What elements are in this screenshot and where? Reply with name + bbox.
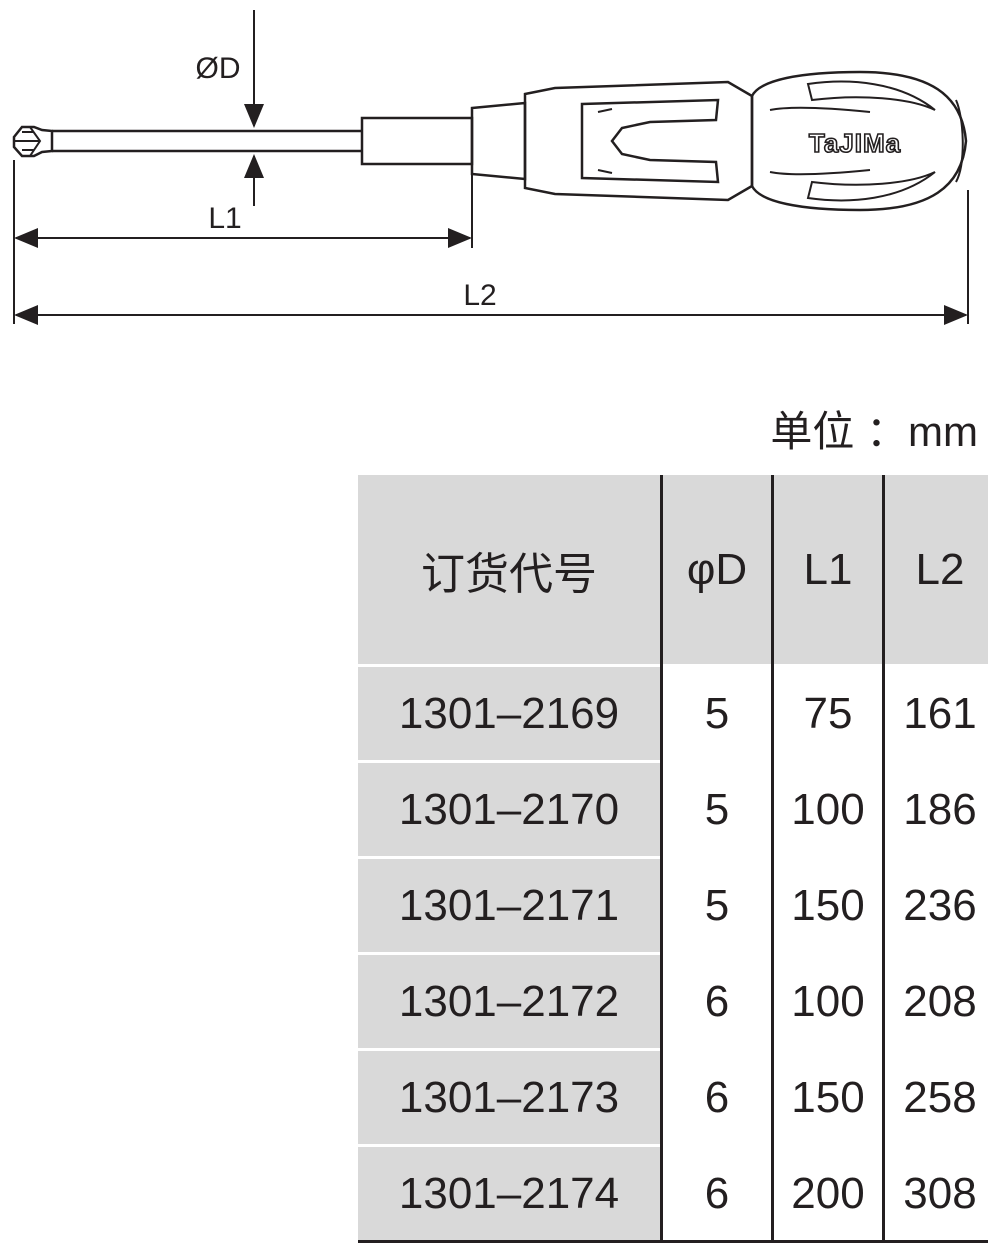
tajima-logo: TaJIMa	[809, 128, 901, 158]
table-row: 1301–2174 6 200 308	[358, 1146, 988, 1242]
cell-l2: 258	[884, 1050, 988, 1146]
unit-label: 单位 ：mm	[720, 404, 978, 460]
spec-table: 订货代号 φD L1 L2 1301–2169 5 75 161 1301–21…	[358, 472, 988, 1243]
screwdriver-shaft	[52, 131, 362, 151]
header-l2: L2	[884, 474, 988, 666]
cell-order-code: 1301–2169	[358, 666, 662, 762]
cell-l2: 161	[884, 666, 988, 762]
cell-order-code: 1301–2174	[358, 1146, 662, 1242]
cell-diameter: 5	[662, 762, 773, 858]
cell-l1: 150	[773, 858, 884, 954]
header-l1: L1	[773, 474, 884, 666]
l1-label: L1	[208, 202, 241, 235]
table-row: 1301–2170 5 100 186	[358, 762, 988, 858]
cell-diameter: 5	[662, 858, 773, 954]
cell-l1: 100	[773, 762, 884, 858]
cell-order-code: 1301–2172	[358, 954, 662, 1050]
cell-l1: 150	[773, 1050, 884, 1146]
table-row: 1301–2172 6 100 208	[358, 954, 988, 1050]
screwdriver-dimension-drawing: TaJIMa ØD L1 L2	[0, 0, 988, 400]
cell-l1: 75	[773, 666, 884, 762]
cell-order-code: 1301–2170	[358, 762, 662, 858]
table-header-row: 订货代号 φD L1 L2	[358, 474, 988, 666]
cell-diameter: 6	[662, 1146, 773, 1242]
diameter-label: ØD	[196, 52, 241, 85]
cell-l2: 208	[884, 954, 988, 1050]
screwdriver-bolster	[362, 103, 525, 179]
table-row: 1301–2171 5 150 236	[358, 858, 988, 954]
cell-order-code: 1301–2173	[358, 1050, 662, 1146]
cell-diameter: 6	[662, 954, 773, 1050]
table-row: 1301–2173 6 150 258	[358, 1050, 988, 1146]
screwdriver-tip	[14, 127, 52, 156]
cell-order-code: 1301–2171	[358, 858, 662, 954]
l2-label: L2	[463, 279, 496, 312]
cell-diameter: 5	[662, 666, 773, 762]
screwdriver-handle-collar	[525, 82, 752, 200]
cell-l2: 186	[884, 762, 988, 858]
cell-l2: 236	[884, 858, 988, 954]
svg-text:TaJIMa: TaJIMa	[809, 128, 901, 158]
table-row: 1301–2169 5 75 161	[358, 666, 988, 762]
cell-l2: 308	[884, 1146, 988, 1242]
cell-diameter: 6	[662, 1050, 773, 1146]
cell-l1: 200	[773, 1146, 884, 1242]
header-order-code: 订货代号	[358, 474, 662, 666]
cell-l1: 100	[773, 954, 884, 1050]
header-diameter: φD	[662, 474, 773, 666]
